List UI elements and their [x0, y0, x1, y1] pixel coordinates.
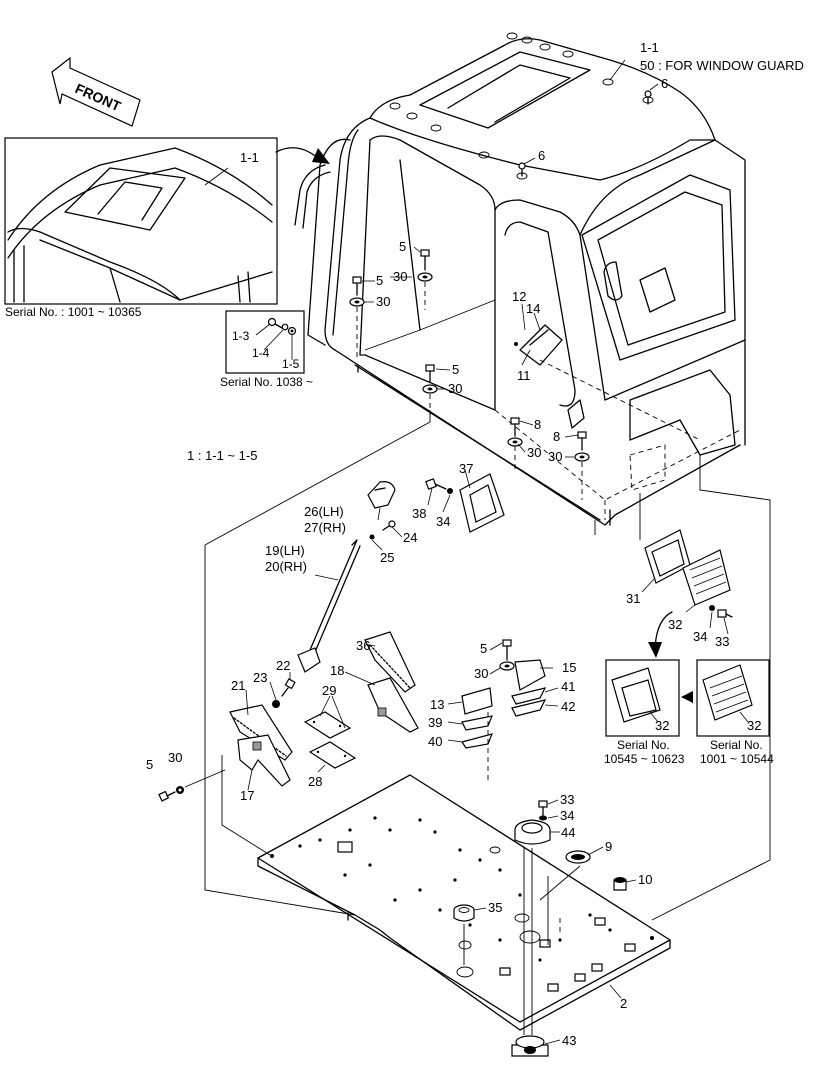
- cab-top-part: 1-1: [640, 40, 659, 55]
- callout-30a: 30: [393, 269, 407, 284]
- callout-12: 12: [512, 289, 526, 304]
- callout-40: 40: [428, 734, 442, 749]
- cab-top-note: 50 : FOR WINDOW GUARD: [640, 58, 804, 73]
- callout-34c: 34: [560, 808, 574, 823]
- callout-17: 17: [240, 788, 254, 803]
- vent-right-part: 32: [747, 718, 761, 733]
- callout-labels: 1-1 50 : FOR WINDOW GUARD 6 6 5 5 30 30 …: [146, 40, 804, 1048]
- cab-fasteners: [349, 90, 652, 500]
- grommet-group: [425, 473, 505, 533]
- callout-33a: 33: [715, 634, 729, 649]
- lever-group: [158, 481, 419, 802]
- callout-18: 18: [330, 663, 344, 678]
- floor-hardware: [453, 800, 627, 1057]
- callout-13: 13: [430, 697, 444, 712]
- callout-25: 25: [380, 550, 394, 565]
- inset-small-part-2: 1-4: [252, 346, 270, 360]
- callout-43: 43: [562, 1033, 576, 1048]
- callout-8a: 8: [534, 417, 541, 432]
- vent-group: [644, 529, 733, 658]
- callout-5a: 5: [399, 239, 406, 254]
- inset-small: 1-3 1-4 1-5 Serial No. 1038 ~: [220, 310, 313, 389]
- callout-38: 38: [412, 506, 426, 521]
- callout-26: 26(LH): [304, 504, 344, 519]
- callout-37: 37: [459, 461, 473, 476]
- inset-top-caption: Serial No. : 1001 ~ 10365: [5, 305, 142, 319]
- callout-5d: 5: [146, 757, 153, 772]
- callout-8b: 8: [553, 429, 560, 444]
- callout-6b: 6: [538, 148, 545, 163]
- callout-19: 19(LH): [265, 543, 305, 558]
- assembly-frame: [204, 410, 431, 546]
- callout-42: 42: [561, 699, 575, 714]
- callout-2: 2: [620, 996, 627, 1011]
- callout-39: 39: [428, 715, 442, 730]
- callout-34b: 34: [693, 629, 707, 644]
- callout-5c: 5: [452, 362, 459, 377]
- inset-small-caption: Serial No. 1038 ~: [220, 375, 313, 389]
- vent-left-part: 32: [655, 718, 669, 733]
- callout-30e: 30: [548, 449, 562, 464]
- vent-left-caption-2: 10545 ~ 10623: [604, 752, 685, 766]
- callout-24: 24: [403, 530, 417, 545]
- callout-44: 44: [561, 825, 575, 840]
- callout-30g: 30: [474, 666, 488, 681]
- inset-top-part-label: 1-1: [240, 150, 259, 165]
- callout-30b: 30: [376, 294, 390, 309]
- callout-14: 14: [526, 301, 540, 316]
- callout-23: 23: [253, 670, 267, 685]
- leader-lines: [245, 59, 729, 1045]
- callout-41: 41: [561, 679, 575, 694]
- callout-32a: 32: [668, 617, 682, 632]
- callout-31: 31: [626, 591, 640, 606]
- callout-6a: 6: [661, 76, 668, 91]
- front-arrow: FRONT: [51, 56, 141, 127]
- callout-27: 27(RH): [304, 520, 346, 535]
- inset-small-part-3: 1-5: [282, 357, 300, 371]
- callout-11: 11: [517, 368, 531, 383]
- callout-5b: 5: [376, 273, 383, 288]
- callout-10: 10: [638, 872, 652, 887]
- callout-29: 29: [322, 683, 336, 698]
- vent-right-caption-2: 1001 ~ 10544: [700, 752, 774, 766]
- callout-22: 22: [276, 658, 290, 673]
- callout-5e: 5: [480, 641, 487, 656]
- callout-28: 28: [308, 774, 322, 789]
- vent-right-caption-1: Serial No.: [710, 738, 763, 752]
- callout-30f: 30: [168, 750, 182, 765]
- callout-35: 35: [488, 900, 502, 915]
- vent-left-caption-1: Serial No.: [617, 738, 670, 752]
- callout-30d: 30: [527, 445, 541, 460]
- floor-plate: [257, 774, 671, 1031]
- inset-small-part-1: 1-3: [232, 329, 250, 343]
- bracket-group: [461, 639, 547, 780]
- callout-34a: 34: [436, 514, 450, 529]
- inset-top-left: 1-1 Serial No. : 1001 ~ 10365: [4, 137, 278, 319]
- cab-body: [294, 32, 746, 526]
- callout-36: 36: [356, 638, 370, 653]
- callout-15: 15: [562, 660, 576, 675]
- callout-20: 20(RH): [265, 559, 307, 574]
- callout-33b: 33: [560, 792, 574, 807]
- kit-note: 1 : 1-1 ~ 1-5: [187, 448, 257, 463]
- vent-insets: [605, 659, 770, 737]
- callout-30c: 30: [448, 381, 462, 396]
- callout-21: 21: [231, 678, 245, 693]
- callout-9: 9: [605, 839, 612, 854]
